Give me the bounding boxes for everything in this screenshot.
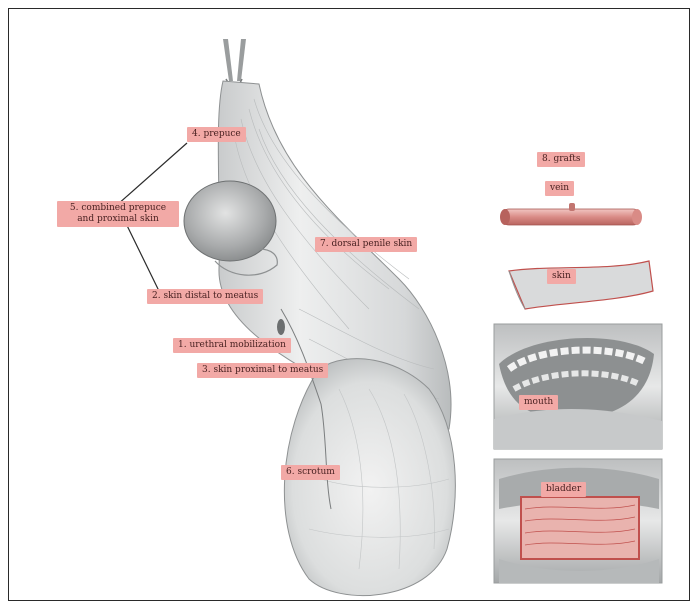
- urethral-meatus: [277, 319, 285, 335]
- label-urethral-mobilization: 1. urethral mobilization: [173, 338, 291, 353]
- mouth-panel: [494, 324, 662, 449]
- label-skin-graft: skin: [547, 269, 576, 284]
- label-scrotum: 6. scrotum: [281, 465, 340, 480]
- label-vein: vein: [545, 181, 574, 196]
- skin-graft: [509, 261, 653, 309]
- label-skin-distal: 2. skin distal to meatus: [147, 289, 263, 304]
- label-bladder: bladder: [541, 482, 586, 497]
- label-prepuce: 4. prepuce: [187, 127, 246, 142]
- bladder-panel: [494, 459, 662, 583]
- anatomy-illustration: [9, 9, 689, 600]
- vein-graft: [500, 203, 642, 225]
- label-grafts: 8. grafts: [537, 152, 585, 167]
- label-dorsal-penile-skin: 7. dorsal penile skin: [315, 237, 417, 252]
- forceps-tips: [223, 39, 246, 87]
- label-mouth: mouth: [519, 395, 558, 410]
- label-combined-prepuce: 5. combined prepuce and proximal skin: [57, 201, 179, 227]
- label-skin-proximal: 3. skin proximal to meatus: [197, 363, 328, 378]
- figure-frame: 4. prepuce 5. combined prepuce and proxi…: [8, 8, 690, 601]
